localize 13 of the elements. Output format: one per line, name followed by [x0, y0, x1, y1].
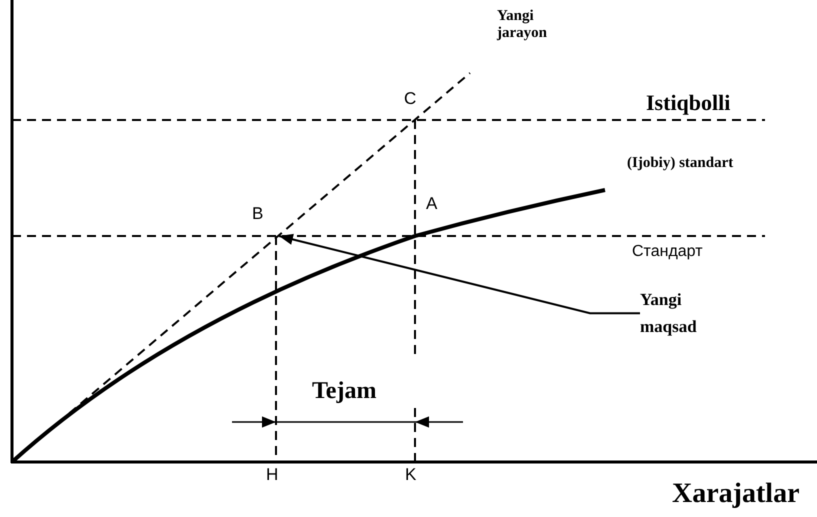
- point-label: B: [252, 204, 279, 236]
- curve-label: Yangi jarayon: [497, 8, 548, 42]
- axis-tick-label: K: [405, 465, 416, 485]
- line-label: (Ijobiy) standart: [627, 155, 734, 172]
- axis-tick-label: H: [266, 465, 278, 485]
- callout-text: Yangi maqsad: [640, 286, 720, 340]
- point-label: A: [426, 194, 438, 214]
- line-label: Istiqbolli: [646, 90, 730, 116]
- line-label: Стандарт: [632, 243, 703, 262]
- axis-title: Xarajatlar: [672, 478, 800, 510]
- dimension-label: Tejam: [312, 378, 376, 406]
- point-label: C: [404, 89, 416, 109]
- leader-line: [278, 234, 640, 314]
